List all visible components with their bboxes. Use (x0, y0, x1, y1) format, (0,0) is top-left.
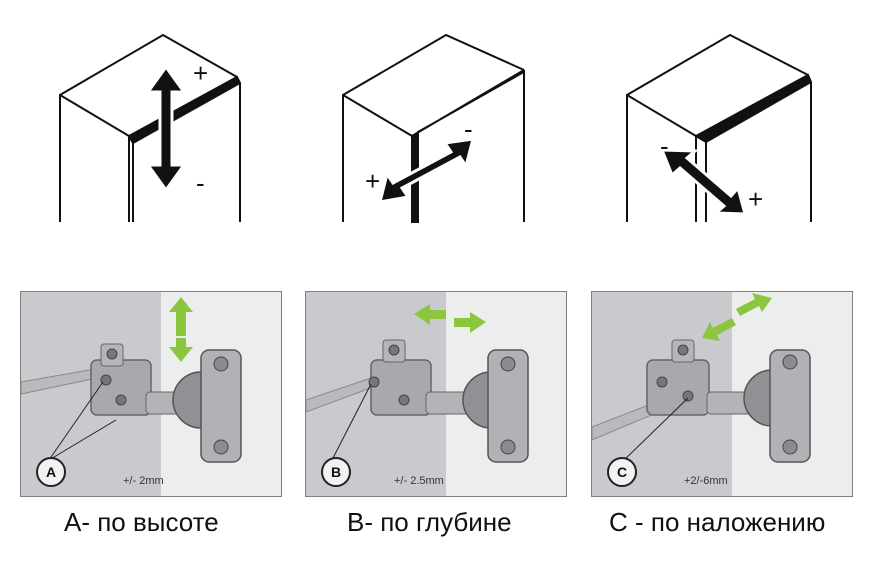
diagram-plus-sign: + (365, 166, 380, 196)
caption-height: A- по высоте (64, 507, 219, 537)
green-arrow-down-icon (169, 338, 193, 362)
adjustment-range: +/- 2mm (123, 475, 164, 487)
green-arrow-right-icon (454, 312, 486, 333)
adjustment-range: +2/-6mm (684, 475, 728, 487)
green-arrow-left-icon (414, 304, 446, 325)
adjustment-label-badge: B (321, 457, 351, 487)
caption-depth: B- по глубине (347, 507, 512, 537)
adjustment-label-badge: A (36, 457, 66, 487)
diagram-minus-sign: - (196, 168, 205, 198)
adjustment-label-badge: C (607, 457, 637, 487)
caption-overlay: C - по наложению (609, 507, 826, 537)
diagram-plus-sign: + (748, 184, 763, 214)
diagram-plus-sign: + (193, 58, 208, 88)
overlay-adjust-arrow (659, 148, 747, 216)
hinge-illustration (21, 292, 281, 496)
cabinet-diagrams: + - + - + - (59, 33, 813, 223)
height-adjust-arrow (145, 64, 187, 193)
cabinet-diagram-height (59, 33, 242, 222)
hinge-illustration (592, 292, 852, 496)
diagram-minus-sign: - (464, 114, 473, 144)
cabinet-diagram-depth (342, 33, 525, 223)
diagram-minus-sign: - (660, 131, 669, 161)
hinge-photo-depth: B +/- 2.5mm (305, 291, 567, 497)
hinge-photo-overlay: C +2/-6mm (591, 291, 853, 497)
green-arrow-up-icon (169, 297, 193, 336)
depth-adjust-arrow (377, 137, 476, 204)
adjustment-range: +/- 2.5mm (394, 475, 444, 487)
hinge-photo-height: A +/- 2mm (20, 291, 282, 497)
green-arrow-diagonal-up-right-icon (736, 293, 772, 316)
cabinet-diagram-overlay (626, 33, 813, 222)
green-arrow-diagonal-down-left-icon (702, 318, 736, 341)
